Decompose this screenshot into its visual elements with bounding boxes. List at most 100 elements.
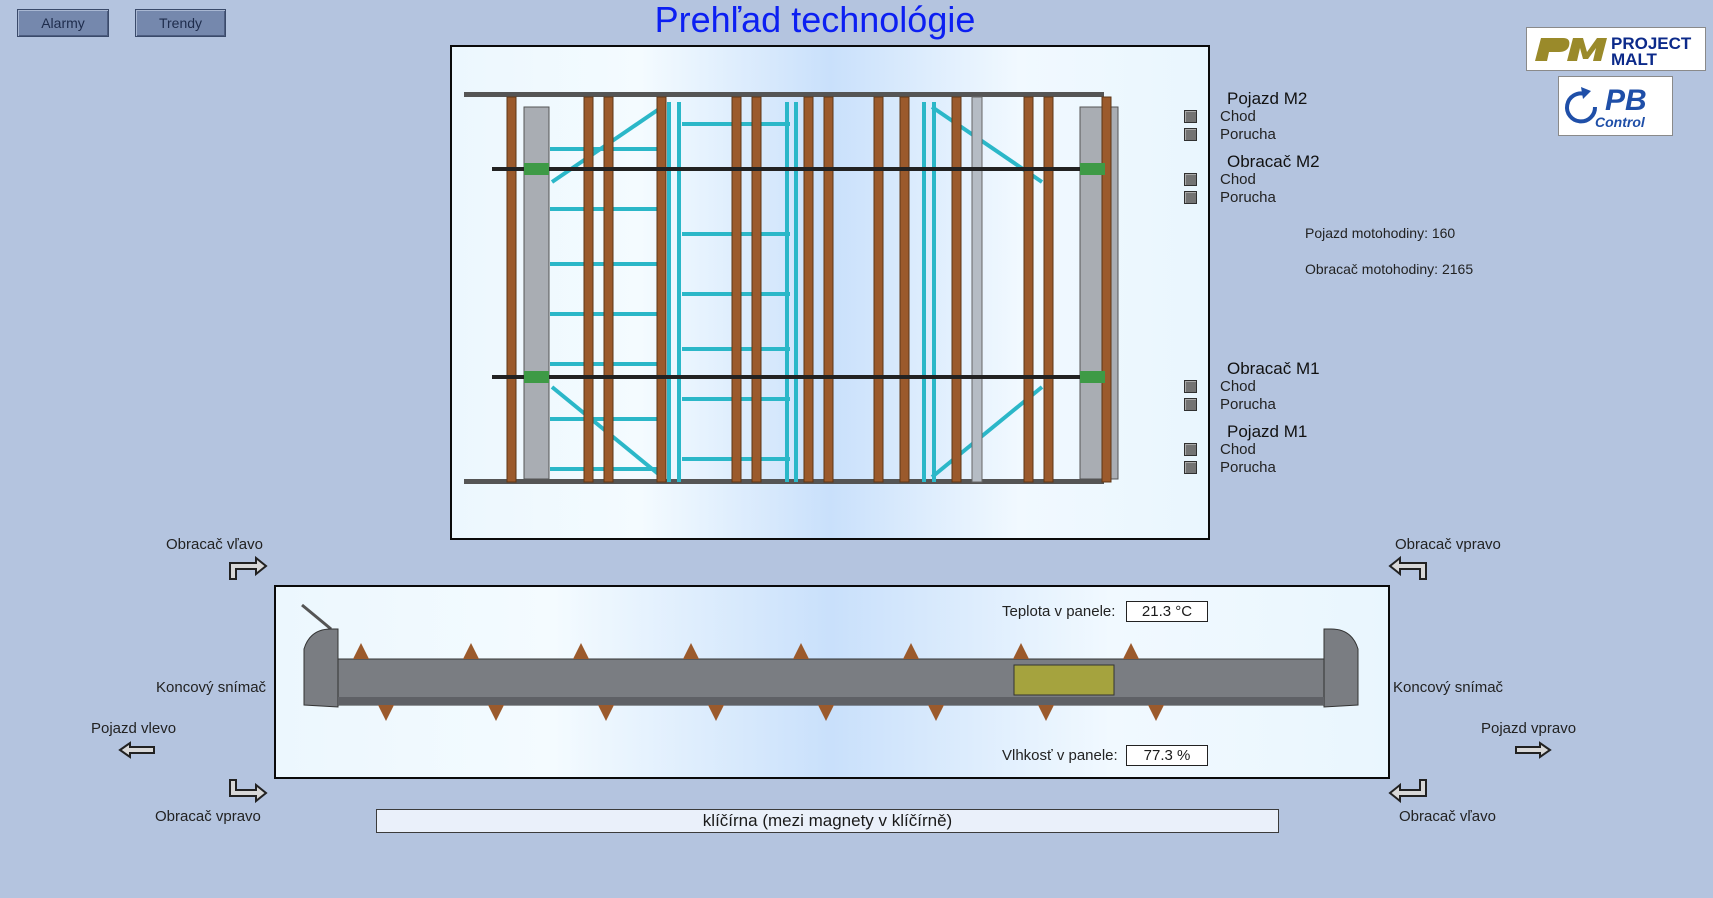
obracac-m1-run-indicator <box>1184 380 1197 393</box>
pipe <box>794 102 798 482</box>
frame-beam <box>583 96 594 483</box>
pipe <box>922 102 926 482</box>
frame-beam <box>731 96 742 483</box>
obracac-vpravo-top-label: Obracač vpravo <box>1395 536 1501 553</box>
obracac-m1-run-label: Chod <box>1220 378 1256 395</box>
paddle <box>488 705 504 721</box>
project-malt-logo: PROJECT MALT <box>1526 27 1706 71</box>
frame-beam <box>656 96 667 483</box>
technology-overview-panel <box>450 45 1210 540</box>
obracac-vlavo-top-label: Obracač vľavo <box>166 536 263 553</box>
side-body-rail <box>338 697 1324 705</box>
frame-beam <box>751 96 762 483</box>
paddle <box>353 643 369 659</box>
obracac-vpravo-bottom-arrow-icon[interactable] <box>226 778 270 806</box>
frame-beam <box>603 96 614 483</box>
side-end-cap <box>1323 628 1359 708</box>
pojazd-m2-title: Pojazd M2 <box>1227 89 1308 108</box>
vlhkost-value: 77.3 % <box>1126 745 1208 766</box>
location-banner: klíčírna (mezi magnety v klíčírně) <box>376 809 1279 833</box>
paddle <box>463 643 479 659</box>
control-box <box>1013 664 1115 696</box>
frame-beam <box>803 96 814 483</box>
obracac-m2-title: Obracač M2 <box>1227 152 1320 171</box>
pipe <box>677 102 681 482</box>
motor-coupling <box>524 371 549 383</box>
machine-block <box>523 106 550 480</box>
obracac-m1-fault-label: Porucha <box>1220 396 1276 413</box>
trends-button[interactable]: Trendy <box>135 9 226 37</box>
motor-coupling <box>1080 163 1105 175</box>
obracac-vlavo-top-arrow-icon[interactable] <box>226 553 270 581</box>
pojazd-m1-fault-label: Porucha <box>1220 459 1276 476</box>
obracac-vlavo-bottom-label: Obracač vľavo <box>1399 808 1496 825</box>
paddle <box>818 705 834 721</box>
teplota-label: Teplota v panele: <box>1002 603 1116 620</box>
paddle <box>1013 643 1029 659</box>
obracac-m2-run-indicator <box>1184 173 1197 186</box>
obracac-m2-fault-label: Porucha <box>1220 189 1276 206</box>
obracac-m2-fault-indicator <box>1184 191 1197 204</box>
paddle <box>928 705 944 721</box>
pojazd-vlevo-arrow-icon[interactable] <box>118 741 158 759</box>
paddle <box>1123 643 1139 659</box>
frame-beam <box>951 96 962 483</box>
frame-beam <box>1101 96 1112 483</box>
motor-coupling <box>1080 371 1105 383</box>
paddle <box>793 643 809 659</box>
paddle <box>598 705 614 721</box>
machine-block <box>1079 106 1119 480</box>
obracac-m2-run-label: Chod <box>1220 171 1256 188</box>
drive-shaft <box>492 167 1092 171</box>
pojazd-motor-hours: Pojazd motohodiny: 160 <box>1305 225 1456 241</box>
paddle <box>573 643 589 659</box>
koncovy-snimac-right-label: Koncový snímač <box>1393 679 1504 696</box>
paddle <box>903 643 919 659</box>
obracac-motor-hours: Obracač motohodiny: 2165 <box>1305 261 1474 277</box>
frame-beam <box>1023 96 1034 483</box>
side-arm <box>301 603 332 631</box>
svg-text:MALT: MALT <box>1611 50 1658 69</box>
pojazd-m2-run-indicator <box>1184 110 1197 123</box>
obracac-m1-title: Obracač M1 <box>1227 359 1320 378</box>
drive-shaft <box>492 375 1092 379</box>
paddle <box>378 705 394 721</box>
pojazd-vpravo-arrow-icon[interactable] <box>1512 741 1552 759</box>
page-title: Prehľad technológie <box>654 0 976 40</box>
obracac-vpravo-top-arrow-icon[interactable] <box>1386 553 1430 581</box>
pojazd-m1-run-label: Chod <box>1220 441 1256 458</box>
side-end-cap <box>303 628 339 708</box>
pojazd-m1-run-indicator <box>1184 443 1197 456</box>
paddle <box>1148 705 1164 721</box>
svg-text:PROJECT: PROJECT <box>1611 34 1692 53</box>
pojazd-vlevo-label: Pojazd vlevo <box>91 720 177 737</box>
frame-beam <box>823 96 834 483</box>
motor-coupling <box>524 163 549 175</box>
pipe <box>932 102 936 482</box>
paddle <box>683 643 699 659</box>
pipe <box>785 102 789 482</box>
paddle <box>1038 705 1054 721</box>
frame-rail <box>464 479 1104 484</box>
frame-rail <box>464 92 1104 97</box>
pojazd-m1-title: Pojazd M1 <box>1227 422 1308 441</box>
obracac-m1-fault-indicator <box>1184 398 1197 411</box>
obracac-vlavo-bottom-arrow-icon[interactable] <box>1386 778 1430 806</box>
teplota-value: 21.3 °C <box>1126 601 1208 622</box>
paddle <box>708 705 724 721</box>
frame-beam <box>899 96 910 483</box>
svg-text:PB: PB <box>1605 84 1647 117</box>
pojazd-m2-run-label: Chod <box>1220 108 1256 125</box>
machine-top-view-drawing <box>464 92 1119 484</box>
svg-text:Control: Control <box>1595 114 1646 130</box>
pojazd-m2-fault-label: Porucha <box>1220 126 1276 143</box>
machine-side-view-panel <box>274 585 1390 779</box>
frame-beam <box>506 96 517 483</box>
frame-beam <box>1043 96 1054 483</box>
alarms-button[interactable]: Alarmy <box>17 9 109 37</box>
frame-beam <box>971 96 983 483</box>
vlhkost-label: Vlhkosť v panele: <box>1002 747 1118 764</box>
pojazd-m1-fault-indicator <box>1184 461 1197 474</box>
machine-side-view-drawing <box>301 603 1359 721</box>
pojazd-m2-fault-indicator <box>1184 128 1197 141</box>
